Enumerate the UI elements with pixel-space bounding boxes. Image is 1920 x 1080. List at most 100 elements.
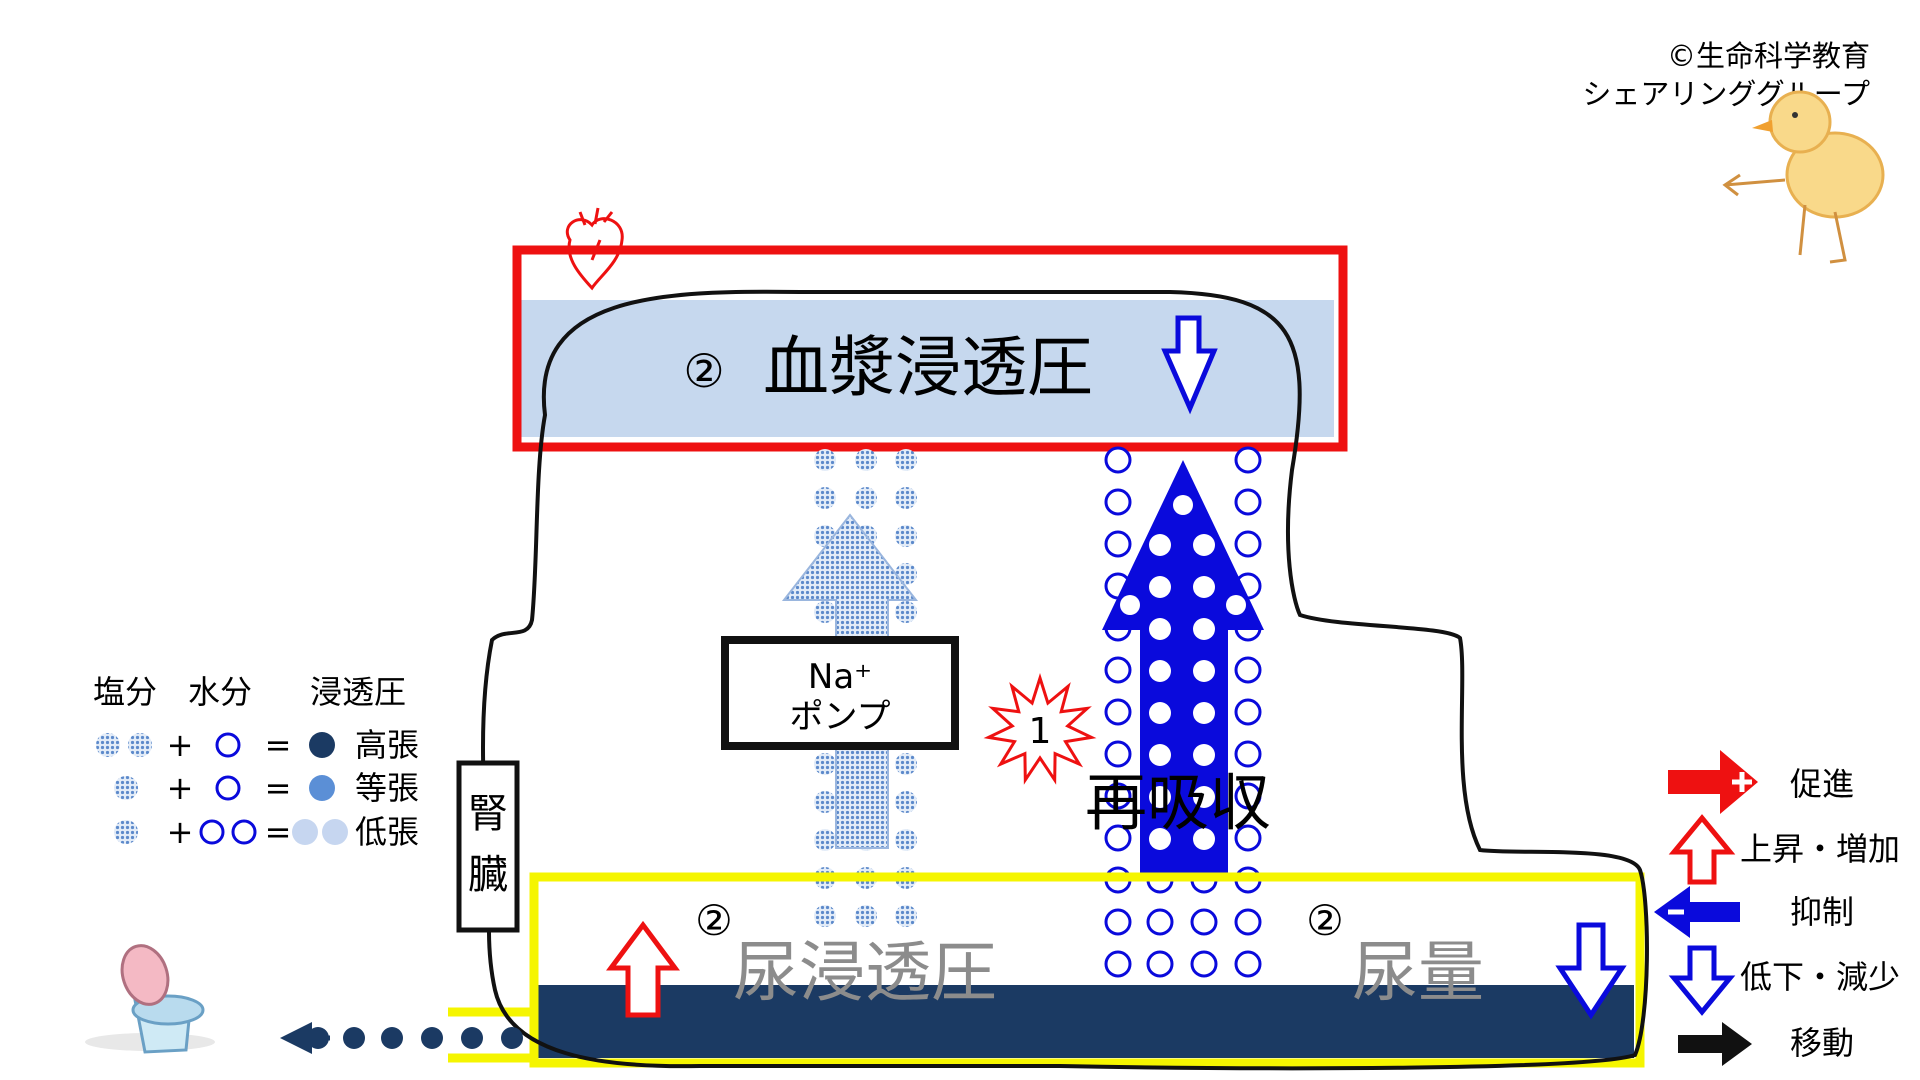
key-water-circle — [231, 819, 257, 845]
water-circle — [1146, 950, 1174, 978]
water-dot — [1149, 702, 1171, 724]
key-water-circle — [215, 732, 241, 758]
salt-dot — [814, 601, 836, 623]
water-dot — [1149, 534, 1171, 556]
urine-volume-label: 尿量 — [1352, 934, 1484, 1011]
water-dot — [1149, 828, 1171, 850]
water-circle — [1104, 656, 1132, 684]
water-circle — [1234, 782, 1262, 810]
salt-dot — [814, 829, 836, 851]
salt-dot — [855, 487, 877, 509]
salt-dot — [814, 905, 836, 927]
na-pump-box — [721, 636, 959, 750]
water-dot — [1193, 702, 1215, 724]
salt-dot — [855, 905, 877, 927]
na-pump-line-2: ポンプ — [790, 697, 891, 737]
water-circle — [1234, 740, 1262, 768]
salt-dot — [895, 905, 917, 927]
water-circle — [1104, 446, 1132, 474]
key-equals: = — [265, 769, 292, 807]
chick-mascot-icon — [1722, 90, 1885, 264]
key-result-dot — [309, 732, 335, 758]
water-dot — [1193, 828, 1215, 850]
urine-flow-arrow-icon — [280, 1022, 330, 1054]
water-circle — [1234, 446, 1262, 474]
water-dot — [1193, 660, 1215, 682]
water-dot — [1193, 618, 1215, 640]
key-result-label: 等張 — [355, 769, 419, 807]
water-circle — [1104, 488, 1132, 516]
salt-dot — [895, 753, 917, 775]
urine-flow-dot — [343, 1027, 365, 1049]
water-circle — [1190, 908, 1218, 936]
key-equals: = — [265, 726, 292, 764]
water-dot — [1193, 534, 1215, 556]
key-plus: + — [167, 769, 194, 807]
salt-dot — [895, 487, 917, 509]
urine-box — [529, 872, 1645, 1068]
water-circle — [1234, 824, 1262, 852]
water-circle — [1104, 908, 1132, 936]
water-dot — [1193, 576, 1215, 598]
salt-dot — [814, 487, 836, 509]
water-dot — [1149, 660, 1171, 682]
urine-osmotic-circle-number: ② — [695, 896, 733, 945]
water-circle — [1234, 950, 1262, 978]
water-circle — [1104, 950, 1132, 978]
kidney-label-2: 臓 — [468, 852, 508, 898]
water-dot — [1120, 595, 1140, 615]
na-pump-line-1: Na⁺ — [808, 657, 872, 697]
key-plus: + — [167, 726, 194, 764]
legend-label-fall: 低下・減少 — [1740, 958, 1900, 996]
water-circle — [1104, 740, 1132, 768]
credit-line-1: ©生命科学教育 — [1667, 39, 1870, 73]
kidney-label-box — [456, 760, 520, 933]
water-dot — [1149, 618, 1171, 640]
salt-dot — [814, 449, 836, 471]
water-dot — [1193, 744, 1215, 766]
plasma-down-arrow-icon — [1161, 315, 1218, 415]
starburst-number: 1 — [1029, 711, 1052, 752]
water-circle — [1234, 488, 1262, 516]
key-plus: + — [167, 813, 194, 851]
legend-label-suppress: 抑制 — [1790, 893, 1854, 931]
key-header-water: 水分 — [188, 673, 252, 711]
water-dot — [1226, 595, 1246, 615]
water-circle — [1234, 698, 1262, 726]
water-dot — [1193, 786, 1215, 808]
key-result-dot — [292, 819, 318, 845]
urine-osmotic-up-arrow-icon — [606, 920, 680, 1018]
salt-dot — [895, 525, 917, 547]
toilet-icon — [85, 944, 215, 1054]
water-circle — [1190, 950, 1218, 978]
water-circle — [1234, 656, 1262, 684]
reabsorption-label: 再吸収 — [1085, 766, 1271, 839]
urine-volume-circle-number: ② — [1306, 896, 1344, 945]
water-circle — [1104, 824, 1132, 852]
key-salt-dot — [96, 733, 120, 757]
salt-dot — [895, 829, 917, 851]
osmotic-key: 塩分 水分 浸透圧 +=高張+=等張+=低張 — [93, 673, 419, 851]
key-water-circle — [199, 819, 225, 845]
urine-flow-dot — [421, 1027, 443, 1049]
key-result-label: 低張 — [355, 813, 419, 851]
urine-compartment — [537, 985, 1634, 1058]
salt-dot — [895, 449, 917, 471]
salt-dot — [814, 791, 836, 813]
promote-arrow-icon — [1668, 750, 1758, 814]
plasma-osmotic-label: 血漿浸透圧 — [763, 329, 1093, 406]
urine-flow-dot — [461, 1027, 483, 1049]
water-dot — [1149, 744, 1171, 766]
suppress-arrow-icon — [1654, 886, 1740, 938]
water-circle — [1146, 908, 1174, 936]
key-salt-dot — [114, 820, 138, 844]
key-salt-dot — [128, 733, 152, 757]
key-result-dot — [322, 819, 348, 845]
urine-flow-dot — [381, 1027, 403, 1049]
heart-icon — [566, 207, 624, 291]
water-circle — [1104, 530, 1132, 558]
legend-label-promote: 促進 — [1790, 765, 1854, 803]
key-equals: = — [265, 813, 292, 851]
salt-dot — [895, 601, 917, 623]
